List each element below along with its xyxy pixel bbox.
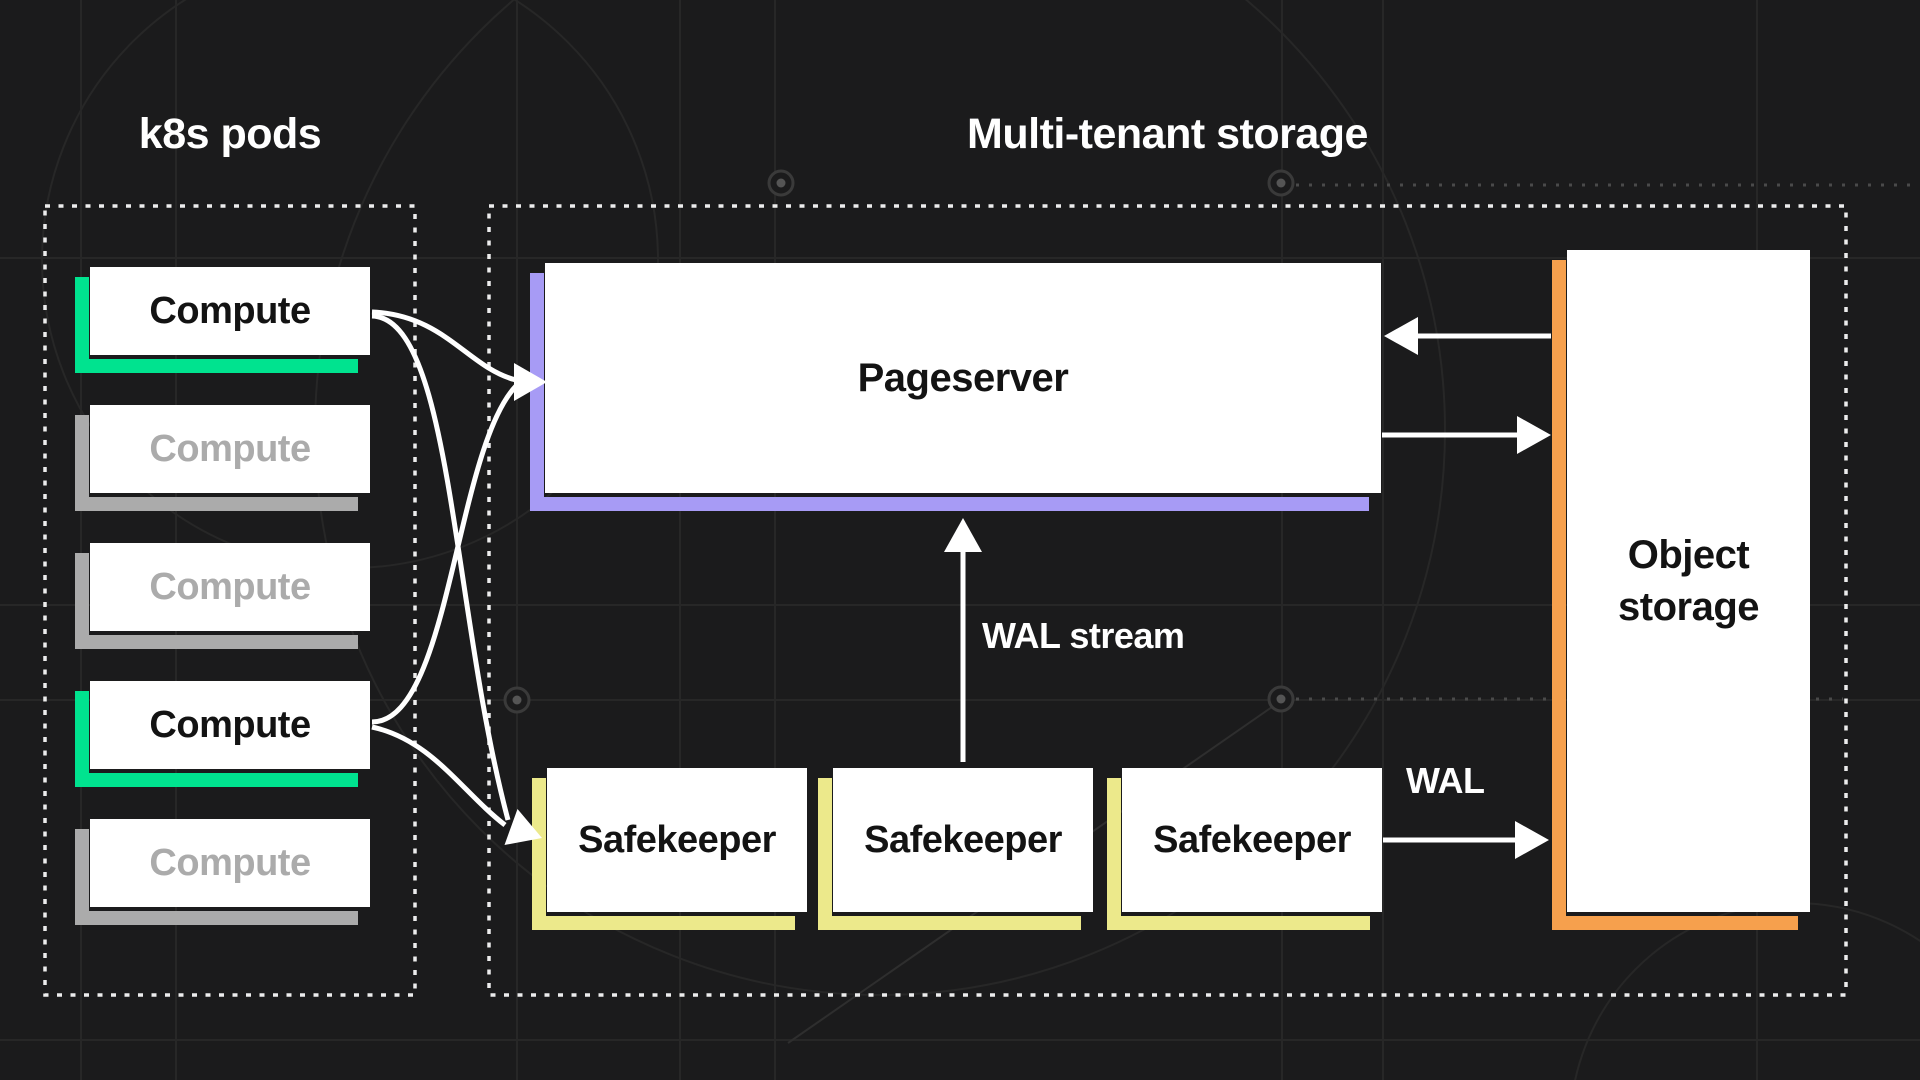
wal-label: WAL (1406, 760, 1485, 801)
wal-stream-label: WAL stream (982, 615, 1185, 656)
node-compute-1: Compute (75, 267, 370, 373)
circle-marker (1267, 685, 1295, 713)
section-title-k8s-pods: k8s pods (138, 110, 322, 158)
node-safekeeper-2: Safekeeper (818, 768, 1093, 930)
node-compute-2: Compute (75, 405, 370, 511)
node-object-storage: Object storage (1552, 250, 1810, 930)
node-compute-3: Compute (75, 543, 370, 649)
node-compute-4: Compute (75, 681, 370, 787)
node-safekeeper-3: Safekeeper (1107, 768, 1382, 930)
node-safekeeper-1: Safekeeper (532, 768, 807, 930)
circle-marker (503, 686, 531, 714)
section-title-multi-tenant-storage: Multi-tenant storage (967, 110, 1368, 158)
node-compute-5: Compute (75, 819, 370, 925)
section-border-multi-tenant-storage (487, 204, 1848, 997)
circle-marker (1267, 169, 1295, 197)
node-pageserver: Pageserver (530, 263, 1381, 511)
circle-marker (767, 169, 795, 197)
